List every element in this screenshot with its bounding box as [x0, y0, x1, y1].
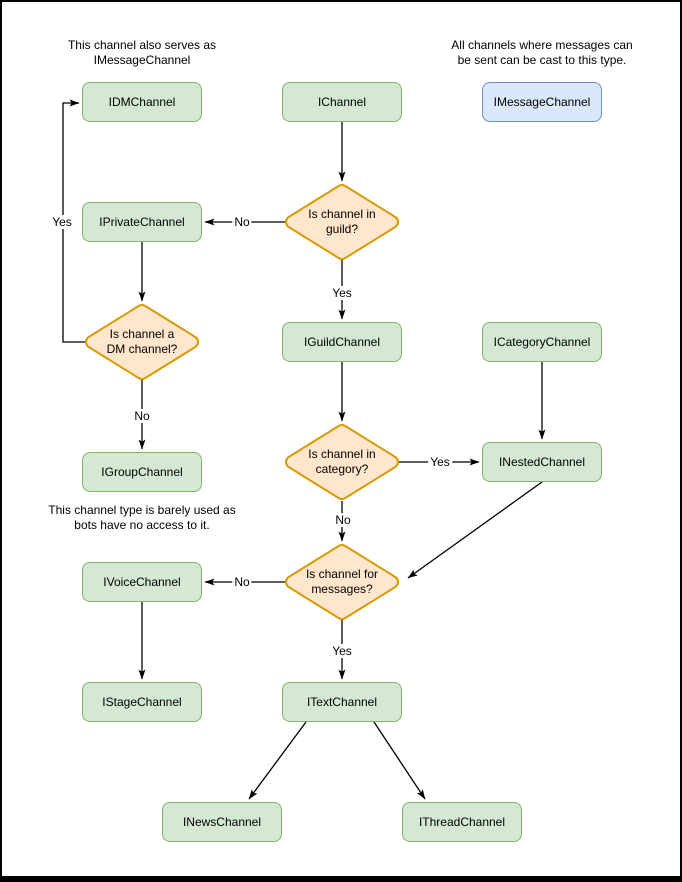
decision-dm-shape: [85, 304, 199, 380]
edge-label-messages-yes: Yes: [330, 644, 354, 658]
node-ichannel: IChannel: [282, 82, 402, 122]
edge-itextchannel-to-ithreadchannel: [373, 721, 426, 800]
node-istagechannel: IStageChannel: [82, 682, 202, 722]
decision-category-label: Is channel in category?: [308, 447, 376, 476]
edge-label-category-no: No: [333, 513, 353, 527]
edge-inestedchannel-to-messages-decision: [407, 481, 543, 579]
node-idmchannel: IDMChannel: [82, 82, 202, 122]
decision-messages-shape: [285, 544, 399, 620]
annotation-group-note: This channel type is barely used as bots…: [48, 503, 236, 532]
node-imessagechannel: IMessageChannel: [482, 82, 602, 122]
edge-label-messages-no: No: [232, 575, 252, 589]
edge-label-guild-no: No: [232, 215, 252, 229]
decision-guild-label: Is channel in guild?: [308, 207, 376, 236]
node-ithreadchannel: IThreadChannel: [402, 802, 522, 842]
edge-label-dm-yes: Yes: [50, 215, 74, 229]
node-ivoicechannel: IVoiceChannel: [82, 562, 202, 602]
node-inewschannel: INewsChannel: [162, 802, 282, 842]
node-itextchannel: ITextChannel: [282, 682, 402, 722]
node-inestedchannel: INestedChannel: [482, 442, 602, 482]
decision-messages-label: Is channel for messages?: [305, 567, 379, 596]
annotation-message-note: All channels where messages can be sent …: [451, 38, 633, 67]
edge-label-category-yes: Yes: [428, 455, 452, 469]
decision-category-shape: [285, 424, 399, 500]
annotation-dm-note: This channel also serves as IMessageChan…: [67, 38, 217, 67]
edge-label-guild-yes: Yes: [330, 286, 354, 300]
edge-label-dm-no: No: [132, 409, 152, 423]
node-igroupchannel: IGroupChannel: [82, 452, 202, 492]
node-icategorychannel: ICategoryChannel: [482, 322, 602, 362]
edge-itextchannel-to-inewschannel: [248, 721, 307, 800]
decision-guild-shape: [285, 184, 399, 260]
decision-dm-label: Is channel a DM channel?: [106, 327, 178, 356]
node-iprivatechannel: IPrivateChannel: [82, 202, 202, 242]
node-iguildchannel: IGuildChannel: [282, 322, 402, 362]
